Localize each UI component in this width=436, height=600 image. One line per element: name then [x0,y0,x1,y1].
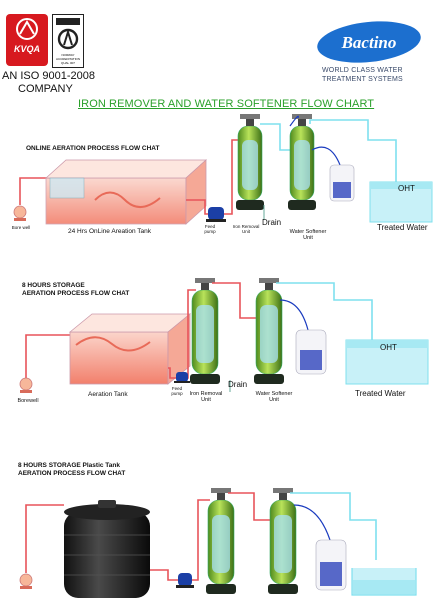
tank-2-label: Aeration Tank [88,391,128,398]
brand-name: Bactino [341,33,397,52]
borewell-2 [19,377,33,393]
inlet-pipe-2 [25,334,72,378]
tagline: WORLD CLASS WATER TREATMENT SYSTEMS [322,66,432,84]
accreditation-text: NORWAY ACCREDITATION QUAL 007 [55,53,81,65]
feed-pump-1 [206,207,226,222]
treated-water-2-label: Treated Water [355,389,406,398]
brine-tank-1 [311,146,355,202]
softener-unit-1 [288,114,316,210]
iso-line-2: COMPANY [18,83,73,95]
inlet-pipe-3 [25,504,64,573]
feed-pump-3 [176,573,194,588]
aeration-tank-1 [44,159,208,225]
kvqa-mark-icon [16,18,38,40]
oht-2-label: OHT [380,343,397,352]
borewell-2-label: Borewell [17,398,39,404]
drain-2-label: Drain [228,380,248,389]
oht-1 [369,181,433,223]
brine-tank-2 [279,299,327,375]
aeration-tank-2 [68,313,192,385]
page-title: IRON REMOVER AND WATER SOFTENER FLOW CHA… [78,98,375,110]
inlet-pipe [19,177,50,205]
borewell-3 [19,573,33,589]
borewell-1 [13,205,27,221]
iso-line-1: AN ISO 9001-2008 [2,70,95,82]
borewell-1-label: Bore well [11,225,31,230]
plastic-tank [64,500,150,598]
accreditation-mark-icon [56,18,80,50]
section-2 [19,278,429,393]
drain-1-label: Drain [262,218,282,227]
oht-1-label: OHT [398,184,415,193]
tagline-line-1: WORLD CLASS WATER [322,67,403,74]
iso-statement: AN ISO 9001-2008 COMPANY [2,70,95,96]
oht-2 [345,339,429,385]
logo-text: KVQA [13,44,40,54]
feed-pump-2 [174,372,190,383]
tagline-line-2: TREATMENT SYSTEMS [322,76,403,83]
iron-removal-unit-3 [206,488,236,594]
iron-removal-unit-1 [236,114,264,210]
section-1-title: ONLINE AERATION PROCESS FLOW CHAT [26,145,160,152]
tank-1-label: 24 Hrs OnLine Areation Tank [68,228,151,235]
bactino-logo: Bactino [317,21,421,63]
kvqa-logo: KVQA [6,14,48,66]
softener-unit-2 [254,278,284,384]
treated-water-1-label: Treated Water [377,223,428,232]
section-3 [19,488,417,598]
iron-removal-unit-2 [190,278,220,384]
brine-tank-3 [293,504,347,591]
oht-3 [351,568,417,596]
softener-unit-3 [268,488,298,594]
accreditation-logo: NORWAY ACCREDITATION QUAL 007 [52,14,84,68]
section-1 [13,114,433,225]
